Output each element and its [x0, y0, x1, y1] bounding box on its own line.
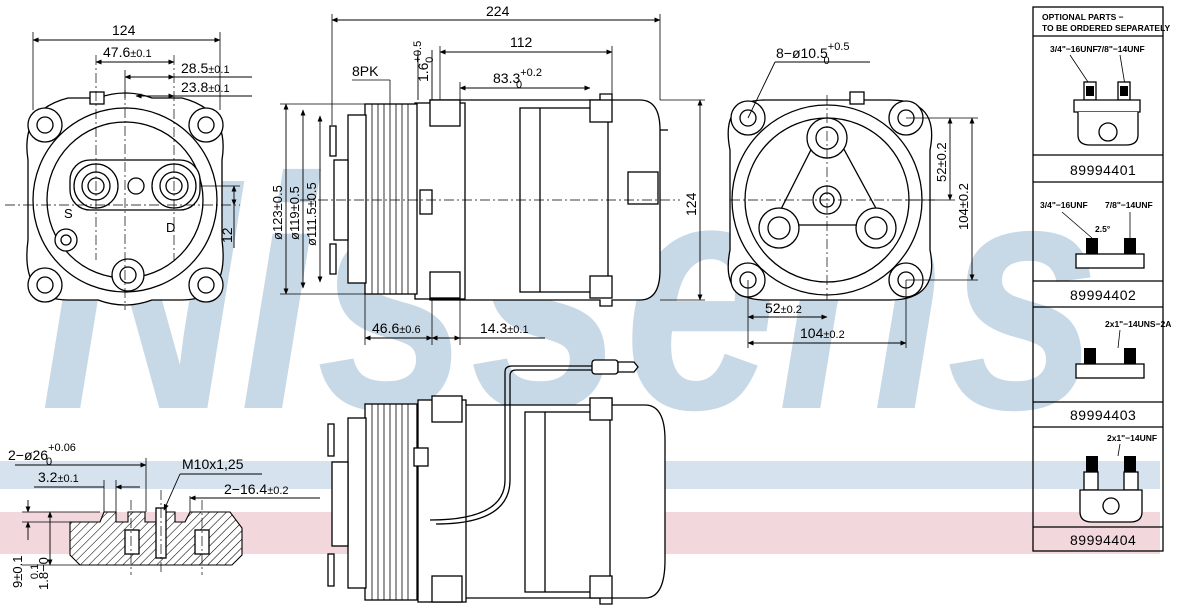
part-4-number: 89994404	[1070, 532, 1136, 548]
dim-side-14: 14.3±0.1	[480, 320, 529, 336]
dim-rear-h52: 52±0.2	[765, 300, 802, 316]
part-1-number: 89994401	[1070, 162, 1136, 178]
dim-front-28: 28.5±0.1	[181, 60, 230, 76]
dim-side-length: 224	[486, 3, 510, 19]
part-1-thread-a: 3/4"−16UNF	[1050, 44, 1098, 54]
dim-side-height: 124	[683, 192, 699, 216]
dim-section-9: 9±0.1	[10, 556, 25, 588]
mount-lug-bl	[27, 267, 63, 303]
part-4-thread: 2x1"−14UNF	[1107, 433, 1157, 443]
optional-parts-header-1: OPTIONAL PARTS −	[1042, 12, 1124, 22]
dim-front-port-spacing: 47.6±0.1	[103, 44, 152, 60]
dim-section-1-8: 1.8−00.1	[29, 557, 51, 590]
mount-lug-br	[188, 267, 224, 303]
optional-parts-header-2: TO BE ORDERED SEPARATELY	[1042, 23, 1170, 33]
part-2-number: 89994402	[1070, 287, 1136, 303]
dim-pulley-111: ø111.5±0.5	[304, 182, 319, 246]
compressor-perspective	[327, 359, 666, 605]
optional-parts-panel: OPTIONAL PARTS − TO BE ORDERED SEPARATEL…	[1032, 6, 1171, 552]
part-2-thread-a: 3/4"−16UNF	[1040, 200, 1088, 210]
pulley-grooves-3d	[371, 404, 409, 600]
part-2-thread-b: 7/8"−14UNF	[1105, 200, 1153, 210]
dim-rear-v104: 104±0.2	[956, 183, 971, 230]
part-1-thread-b: 7/8"−14UNF	[1097, 44, 1145, 54]
dim-side-46: 46.6±0.6	[372, 320, 421, 336]
dim-front-width: 124	[112, 22, 136, 38]
front-view: S D 124 47.6±0.1 28.5±0.1 23.8±0.1 12	[5, 22, 252, 310]
mount-lug-tr	[188, 107, 224, 143]
port-d-label: D	[166, 220, 175, 235]
dim-front-12: 12	[219, 227, 235, 243]
optional-part-3: 2x1"−14UNS−2A 89994403	[1033, 319, 1171, 428]
dim-pulley-123: ø123±0.5	[270, 185, 285, 240]
part-2-angle: 2.5°	[1095, 224, 1111, 234]
dim-pulley-119: ø119±0.5	[287, 186, 302, 240]
dim-side-112: 112	[510, 34, 533, 50]
optional-part-1: 3/4"−16UNF 7/8"−14UNF 89994401	[1033, 44, 1163, 183]
dim-side-1-6: 1.6+0.50	[412, 41, 436, 82]
belt-type-label: 8PK	[352, 63, 379, 79]
dim-rear-h104: 104±0.2	[800, 325, 845, 341]
part-3-thread: 2x1"−14UNS−2A	[1105, 319, 1171, 329]
pulley-grooves	[371, 104, 409, 294]
port-s-label: S	[64, 206, 73, 221]
dim-section-16-4: 2−16.4±0.2	[224, 481, 289, 497]
dim-front-23: 23.8±0.1	[181, 79, 230, 95]
optional-part-4: 2x1"−14UNF 89994404	[1033, 433, 1163, 548]
dim-section-3-2: 3.2±0.1	[38, 469, 79, 485]
part-3-number: 89994403	[1070, 407, 1136, 423]
dim-rear-v52: 52±0.2	[934, 142, 949, 182]
thread-spec-label: M10x1,25	[182, 456, 244, 472]
mount-lug-tl	[27, 107, 63, 143]
optional-part-2: 3/4"−16UNF 7/8"−14UNF 2.5° 89994402	[1033, 200, 1163, 308]
